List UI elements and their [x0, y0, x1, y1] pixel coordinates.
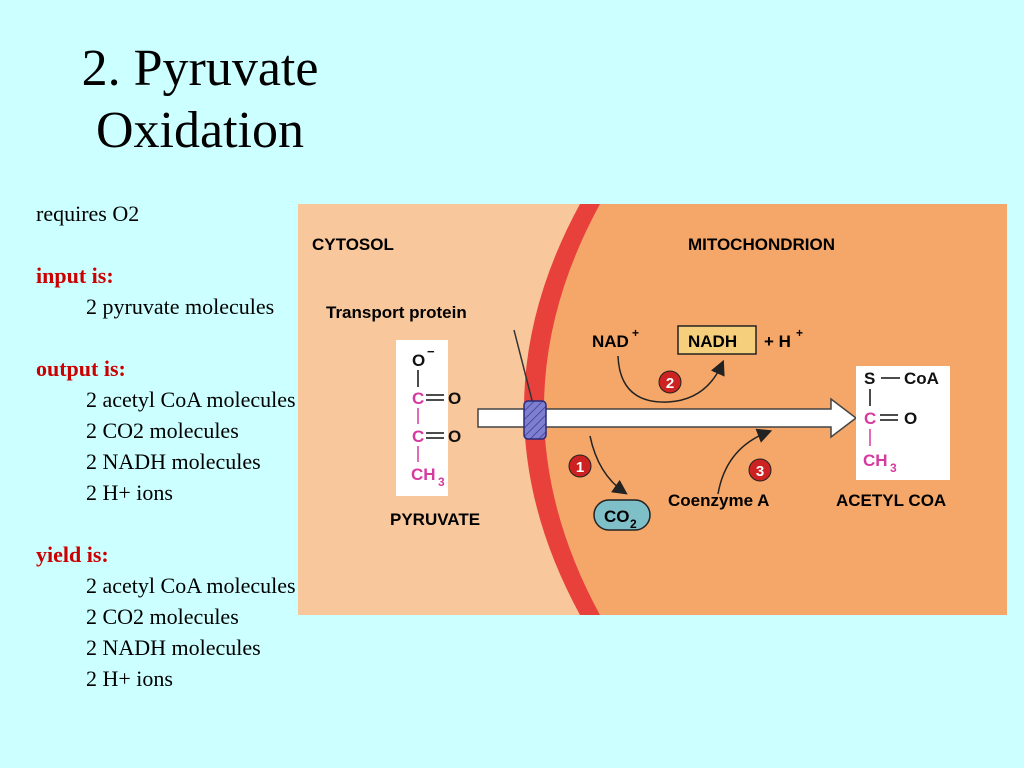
- output-item: 2 NADH molecules: [86, 449, 261, 474]
- nad-label: NAD: [592, 332, 629, 351]
- nadh-label: NADH: [688, 332, 737, 351]
- pyruvate-atom-o-minus: O: [412, 351, 425, 370]
- yield-item: 2 NADH molecules: [86, 635, 261, 660]
- output-heading: output is:: [36, 356, 126, 381]
- co2-subscript: 2: [630, 517, 637, 531]
- h-superscript: +: [796, 326, 803, 340]
- nadh-box: [677, 325, 757, 355]
- step-3-number: 3: [756, 463, 764, 480]
- acetyl-atom-s: S: [864, 369, 875, 388]
- pyruvate-molecule-box: [396, 340, 448, 496]
- requires-text: requires O2: [36, 201, 140, 226]
- mitochondrion-label: MITOCHONDRION: [688, 235, 835, 254]
- title-line-2: Oxidation: [96, 102, 304, 159]
- h-label: + H: [764, 332, 791, 351]
- co2-label: CO: [604, 507, 630, 526]
- input-heading: input is:: [36, 263, 114, 288]
- acetyl-atom-c: C: [864, 409, 876, 428]
- yield-item: 2 acetyl CoA molecules: [86, 573, 296, 598]
- yield-item: 2 CO2 molecules: [86, 604, 239, 629]
- pyruvate-atom-o1: O: [448, 389, 461, 408]
- output-item: 2 CO2 molecules: [86, 418, 239, 443]
- nad-superscript: +: [632, 326, 639, 340]
- co2-oval: [593, 499, 651, 531]
- output-item: 2 acetyl CoA molecules: [86, 387, 296, 412]
- transport-protein: [523, 400, 547, 440]
- notes-panel: requires O2 input is: 2 pyruvate molecul…: [36, 198, 336, 694]
- yield-heading: yield is:: [36, 542, 109, 567]
- mitochondrial-membrane: [524, 204, 600, 615]
- acetyl-atom-coa: CoA: [904, 369, 939, 388]
- step2-arrow: [617, 355, 725, 403]
- acetyl-atom-ch3-subscript: 3: [890, 461, 897, 475]
- acetyl-atom-o: O: [904, 409, 917, 428]
- title-line-1: 2. Pyruvate: [81, 40, 319, 97]
- step-1-number: 1: [576, 459, 584, 476]
- pyruvate-atom-ch3-subscript: 3: [438, 475, 445, 489]
- pyruvate-oxidation-diagram: CYTOSOL MITOCHONDRION Transport protein …: [298, 204, 1007, 615]
- step-1-marker: [568, 454, 592, 478]
- pyruvate-atom-o2: O: [448, 427, 461, 446]
- transport-protein-label: Transport protein: [326, 303, 467, 322]
- slide-title: 2. Pyruvate Oxidation: [0, 38, 400, 162]
- cytosol-label: CYTOSOL: [312, 235, 394, 254]
- coenzyme-a-label: Coenzyme A: [668, 491, 769, 510]
- pyruvate-atom-ch3: CH: [411, 465, 436, 484]
- acetyl-atom-ch3: CH: [863, 451, 888, 470]
- diagram-svg: CYTOSOL MITOCHONDRION Transport protein …: [298, 204, 1007, 615]
- pyruvate-atom-minus: −: [427, 344, 435, 359]
- acetyl-coa-molecule-box: [856, 366, 950, 480]
- transport-protein-leader-line: [513, 329, 535, 409]
- step-2-number: 2: [666, 375, 674, 392]
- pyruvate-atom-c1: C: [412, 389, 424, 408]
- step-3-marker: [748, 458, 772, 482]
- output-item: 2 H+ ions: [86, 480, 173, 505]
- acetyl-coa-label: ACETYL COA: [836, 491, 946, 510]
- yield-item: 2 H+ ions: [86, 666, 173, 691]
- step-2-marker: [658, 370, 682, 394]
- input-item: 2 pyruvate molecules: [86, 294, 275, 319]
- step1-arrow: [589, 435, 628, 495]
- step3-arrow: [717, 428, 773, 495]
- pyruvate-atom-c2: C: [412, 427, 424, 446]
- pyruvate-label: PYRUVATE: [390, 510, 480, 529]
